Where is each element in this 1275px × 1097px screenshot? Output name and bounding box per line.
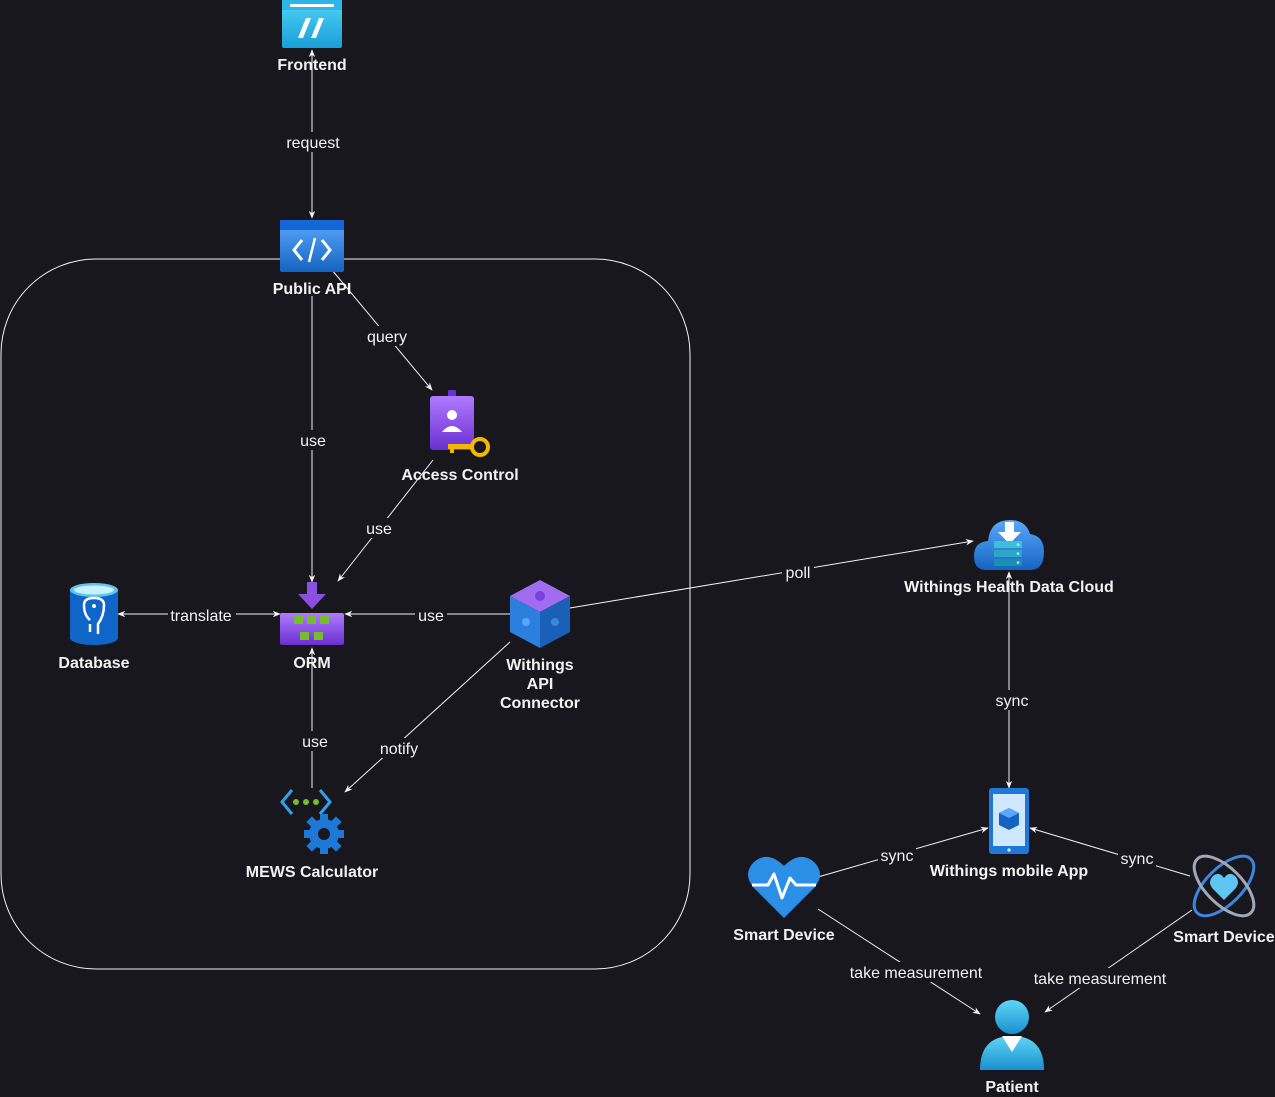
heart-orbit-icon (1192, 854, 1256, 918)
withings-cloud-label: Withings Health Data Cloud (904, 579, 1114, 596)
frontend-label: Frontend (277, 57, 346, 74)
edge-device2-app (1029, 827, 1191, 877)
edge-label-translate: translate (170, 608, 231, 625)
edge-label-sync-device2: sync (1121, 851, 1154, 868)
node-withings-app[interactable]: Withings mobile App (930, 788, 1089, 880)
network-gear-icon (280, 789, 344, 854)
edge-label-take-measurement-2: take measurement (1034, 971, 1167, 988)
edge-label-notify: notify (380, 741, 418, 758)
mews-calculator-label: MEWS Calculator (246, 864, 378, 881)
edge-label-request: request (286, 135, 340, 152)
edge-label-use-connector: use (418, 608, 444, 625)
postgresql-database-icon (70, 583, 118, 645)
static-web-app-icon (282, 0, 342, 48)
edge-device2-patient (1044, 909, 1193, 1013)
node-database[interactable]: Database (58, 583, 130, 672)
edge-label-use-access: use (366, 521, 392, 538)
access-control-label: Access Control (401, 467, 518, 484)
node-mews-calculator[interactable]: MEWS Calculator (246, 789, 378, 881)
edge-device1-patient (817, 908, 981, 1015)
withings-app-label: Withings mobile App (930, 863, 1089, 880)
patient-label: Patient (985, 1079, 1039, 1096)
edge-label-use-mews: use (302, 734, 328, 751)
edge-connector-cloud (569, 539, 974, 609)
edge-label-sync-device1: sync (881, 848, 914, 865)
smart-device-2-label: Smart Device (1173, 929, 1274, 946)
edge-connector-mews (344, 641, 511, 793)
withings-connector-label-line-1: Withings (506, 657, 574, 674)
orm-label: ORM (293, 655, 330, 672)
node-smart-device-1[interactable]: Smart Device (733, 856, 835, 944)
puzzle-cube-icon (510, 580, 570, 648)
system-boundary (0, 258, 691, 970)
node-public-api[interactable]: Public API (273, 220, 352, 298)
withings-connector-label-line-3: Connector (500, 695, 580, 712)
mobile-app-icon (989, 788, 1029, 854)
edge-labels: request query use use translate use use … (168, 132, 1170, 988)
edge-label-sync-cloud: sync (996, 693, 1029, 710)
smart-device-1-label: Smart Device (733, 927, 834, 944)
node-withings-cloud[interactable]: Withings Health Data Cloud (904, 520, 1114, 596)
edge-label-poll: poll (786, 565, 811, 582)
badge-key-icon (430, 390, 490, 457)
node-access-control[interactable]: Access Control (401, 390, 519, 484)
heart-pulse-icon (748, 856, 820, 918)
cloud-download-icon (974, 520, 1044, 570)
data-mapper-icon (280, 582, 344, 645)
edge-label-take-measurement-1: take measurement (850, 965, 983, 982)
api-code-icon (280, 220, 344, 272)
node-orm[interactable]: ORM (280, 582, 344, 672)
database-label: Database (58, 655, 129, 672)
edge-label-query: query (367, 329, 407, 346)
withings-connector-label-line-2: API (527, 676, 554, 693)
node-frontend[interactable]: Frontend (277, 0, 347, 74)
edges (117, 49, 1193, 1015)
node-withings-connector[interactable]: Withings API Connector (500, 580, 580, 712)
node-smart-device-2[interactable]: Smart Device (1173, 846, 1275, 946)
edge-label-use-publicapi: use (300, 433, 326, 450)
public-api-label: Public API (273, 281, 352, 298)
node-patient[interactable]: Patient (980, 1000, 1044, 1096)
person-icon (980, 1000, 1044, 1070)
